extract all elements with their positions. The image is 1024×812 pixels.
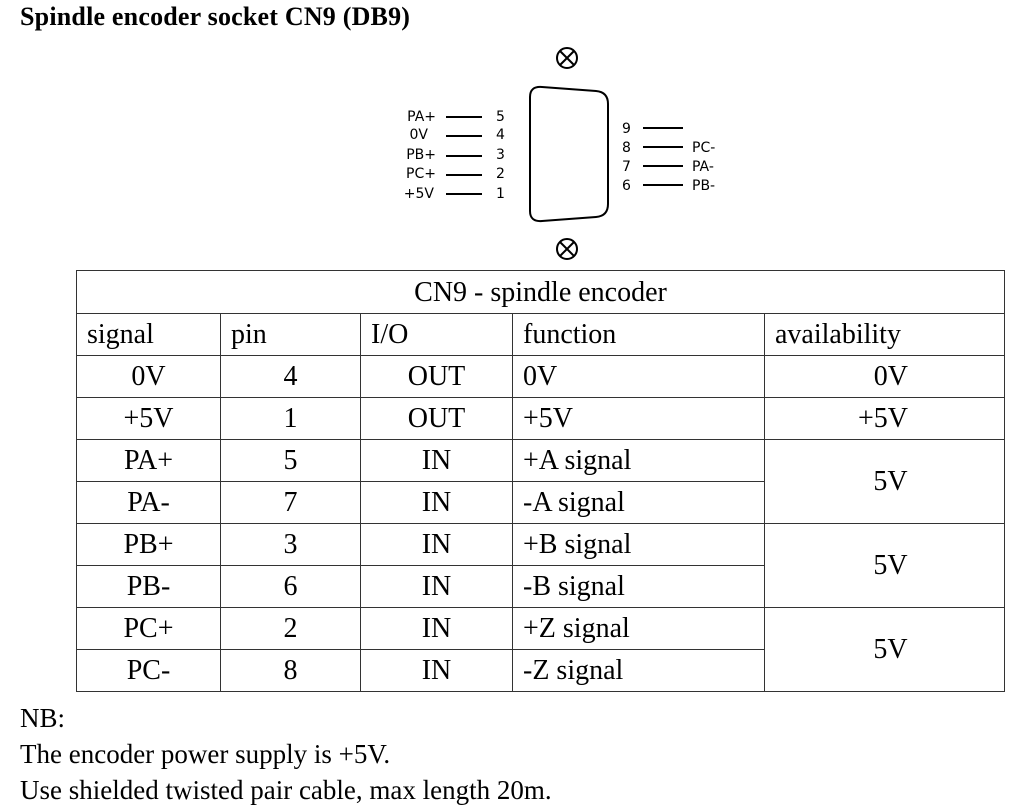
cell-function: +5V [512,397,765,440]
pin-number-label: 4 [496,127,505,143]
notes-block: NB: The encoder power supply is +5V. Use… [20,700,552,808]
pin-signal-label: PA- [692,159,714,175]
cell-pin: 1 [220,397,361,440]
header-availability: availability [764,313,1005,356]
cell-function: -Z signal [512,649,765,692]
cell-signal: PB+ [76,523,221,566]
header-function: function [512,313,765,356]
pin-number-label: 6 [622,178,631,194]
cell-io: IN [360,439,513,482]
cell-signal: PA- [76,481,221,524]
pin-number-label: 8 [622,140,631,156]
cell-signal: PB- [76,565,221,608]
cell-pin: 2 [220,607,361,650]
mounting-screw-top-icon [556,47,578,69]
cell-availability-merged: 5V [764,523,1005,608]
cell-pin: 3 [220,523,361,566]
pin-number-label: 7 [622,159,631,175]
pin-number-label: 3 [496,147,505,163]
pin-signal-label: PC+ [406,166,436,182]
cell-pin: 8 [220,649,361,692]
table-row: PC+ 2 IN +Z signal 5V [76,607,1005,692]
cell-signal: PA+ [76,439,221,482]
pin-number-label: 2 [496,166,505,182]
notes-heading: NB: [20,703,66,733]
cell-pin: 6 [220,565,361,608]
pin-signal-label: PA+ [407,109,436,125]
table-row: PA+ 5 IN +A signal 5V [76,439,1005,524]
db9-shell-outline [529,85,609,223]
header-signal: signal [76,313,221,356]
pin-signal-label: PC- [692,140,715,156]
table-caption: CN9 - spindle encoder [76,270,1005,314]
cell-signal: PC- [76,649,221,692]
table-caption-row: CN9 - spindle encoder [76,270,1005,314]
left-pin-group: PA+ 5 0V 4 PB+ 3 PC+ 2 +5V 1 [404,109,505,202]
cell-signal: PC+ [76,607,221,650]
table-row: PB+ 3 IN +B signal 5V [76,523,1005,608]
pin-signal-label: PB- [692,178,715,194]
mounting-screw-bottom-icon [556,238,578,260]
pinout-table: CN9 - spindle encoder signal pin I/O fun… [76,270,1005,692]
pin-signal-label: +5V [404,186,435,202]
pin-number-label: 9 [622,121,631,137]
cell-availability-merged: 5V [764,439,1005,524]
cell-io: OUT [360,397,513,440]
cell-availability: +5V [764,397,1005,440]
db9-connector-diagram: PA+ 5 0V 4 PB+ 3 PC+ 2 +5V 1 9 8 PC- 7 P… [404,47,715,260]
pin-number-label: 1 [496,186,505,202]
cell-signal: +5V [76,397,221,440]
pin-signal-label: PB+ [406,147,436,163]
note-line: Use shielded twisted pair cable, max len… [20,775,552,805]
table-row: PC- 8 IN -Z signal [76,649,1005,692]
page-title: Spindle encoder socket CN9 (DB9) [20,2,411,31]
cell-io: OUT [360,355,513,398]
cell-function: -A signal [512,481,765,524]
table-row: PA- 7 IN -A signal [76,481,1005,524]
note-line: The encoder power supply is +5V. [20,739,391,769]
cell-availability: 0V [764,355,1005,398]
cell-pin: 4 [220,355,361,398]
table-row: +5V 1 OUT +5V +5V [76,397,1005,440]
cell-signal: 0V [76,355,221,398]
cell-pin: 5 [220,439,361,482]
cell-io: IN [360,607,513,650]
cell-function: +Z signal [512,607,765,650]
cell-pin: 7 [220,481,361,524]
cell-io: IN [360,481,513,524]
pin-signal-label: 0V [410,127,429,143]
right-pin-group: 9 8 PC- 7 PA- 6 PB- [622,121,715,194]
cell-io: IN [360,523,513,566]
cell-function: 0V [512,355,765,398]
table-row: 0V 4 OUT 0V 0V [76,355,1005,398]
table-header-row: signal pin I/O function availability [76,313,1005,356]
pin-number-label: 5 [496,109,505,125]
cell-function: -B signal [512,565,765,608]
header-pin: pin [220,313,361,356]
cell-io: IN [360,649,513,692]
header-io: I/O [360,313,513,356]
cell-function: +A signal [512,439,765,482]
cell-function: +B signal [512,523,765,566]
cell-availability-merged: 5V [764,607,1005,692]
cell-io: IN [360,565,513,608]
table-row: PB- 6 IN -B signal [76,565,1005,608]
